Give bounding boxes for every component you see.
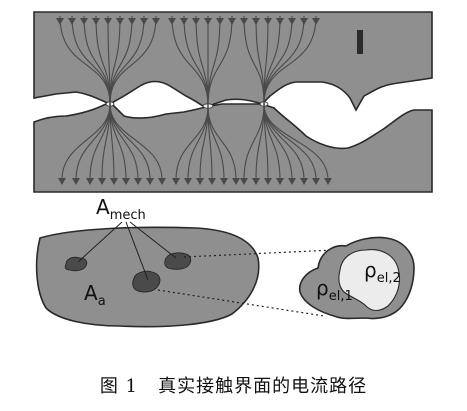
current-arrow-top [300,18,308,25]
current-arrow-top [68,18,76,25]
rho-el1-label: ρel,1 [316,276,353,304]
a-a-label: Aa [84,281,106,309]
current-line-lower [207,105,237,181]
current-arrow-top [104,18,112,25]
current-arrow-top [80,18,88,25]
current-arrow-bottom [208,178,216,185]
current-symbol-bar [357,30,363,54]
current-line-upper [207,15,233,107]
current-arrow-top [180,18,188,25]
real-contact-spot-2 [132,270,161,293]
current-arrow-top [240,18,248,25]
current-arrow-bottom [172,178,180,185]
current-arrow-bottom [146,178,154,185]
a-mech-leaders [77,221,177,281]
a-mech-label: Amech [96,195,146,223]
current-arrow-top [56,18,64,25]
current-arrow-bottom [220,178,228,185]
figure-caption-text: 真实接触界面的电流路径 [158,376,368,397]
current-arrow-bottom [276,178,284,185]
current-line-lower [263,103,329,181]
current-arrow-top [128,18,136,25]
current-arrow-top [276,18,284,25]
current-line-lower [109,103,163,181]
figure-caption: 图 1 真实接触界面的电流路径 [0,372,467,398]
current-arrow-bottom [86,178,94,185]
current-arrow-top [140,18,148,25]
current-arrow-bottom [232,178,240,185]
current-arrow-top [152,18,160,25]
real-contact-spot-1 [64,256,88,272]
current-line-upper [263,15,317,105]
current-arrow-bottom [98,178,106,185]
current-line-upper [109,15,157,105]
current-arrow-top [312,18,320,25]
current-line-lower [61,103,111,181]
zoom-lines [157,249,335,317]
current-arrow-bottom [58,178,66,185]
current-arrow-top [92,18,100,25]
current-arrow-bottom [312,178,320,185]
current-line-upper [59,15,111,105]
current-arrow-bottom [184,178,192,185]
figure-number: 图 1 [99,376,138,397]
current-arrow-bottom [324,178,332,185]
current-arrow-bottom [158,178,166,185]
current-arrow-bottom [288,178,296,185]
current-arrow-top [288,18,296,25]
zoomed-film-region [338,249,401,312]
current-arrow-top [216,18,224,25]
current-arrow-top [252,18,260,25]
current-arrow-top [168,18,176,25]
current-arrow-top [228,18,236,25]
upper-body [33,11,433,112]
current-arrow-top [204,18,212,25]
current-arrow-bottom [110,178,118,185]
rho-el2-label: ρel,2 [364,258,401,286]
current-arrow-bottom [122,178,130,185]
current-arrow-bottom [72,178,80,185]
current-arrow-top [192,18,200,25]
lower-body [33,103,433,193]
current-arrow-bottom [134,178,142,185]
current-arrow-bottom [264,178,272,185]
current-arrow-bottom [240,178,248,185]
current-arrow-bottom [196,178,204,185]
real-contact-spot-3 [164,252,192,270]
current-arrow-top [116,18,124,25]
current-arrow-bottom [300,178,308,185]
current-arrow-top [264,18,272,25]
current-arrow-bottom [252,178,260,185]
current-streamlines [56,15,332,185]
